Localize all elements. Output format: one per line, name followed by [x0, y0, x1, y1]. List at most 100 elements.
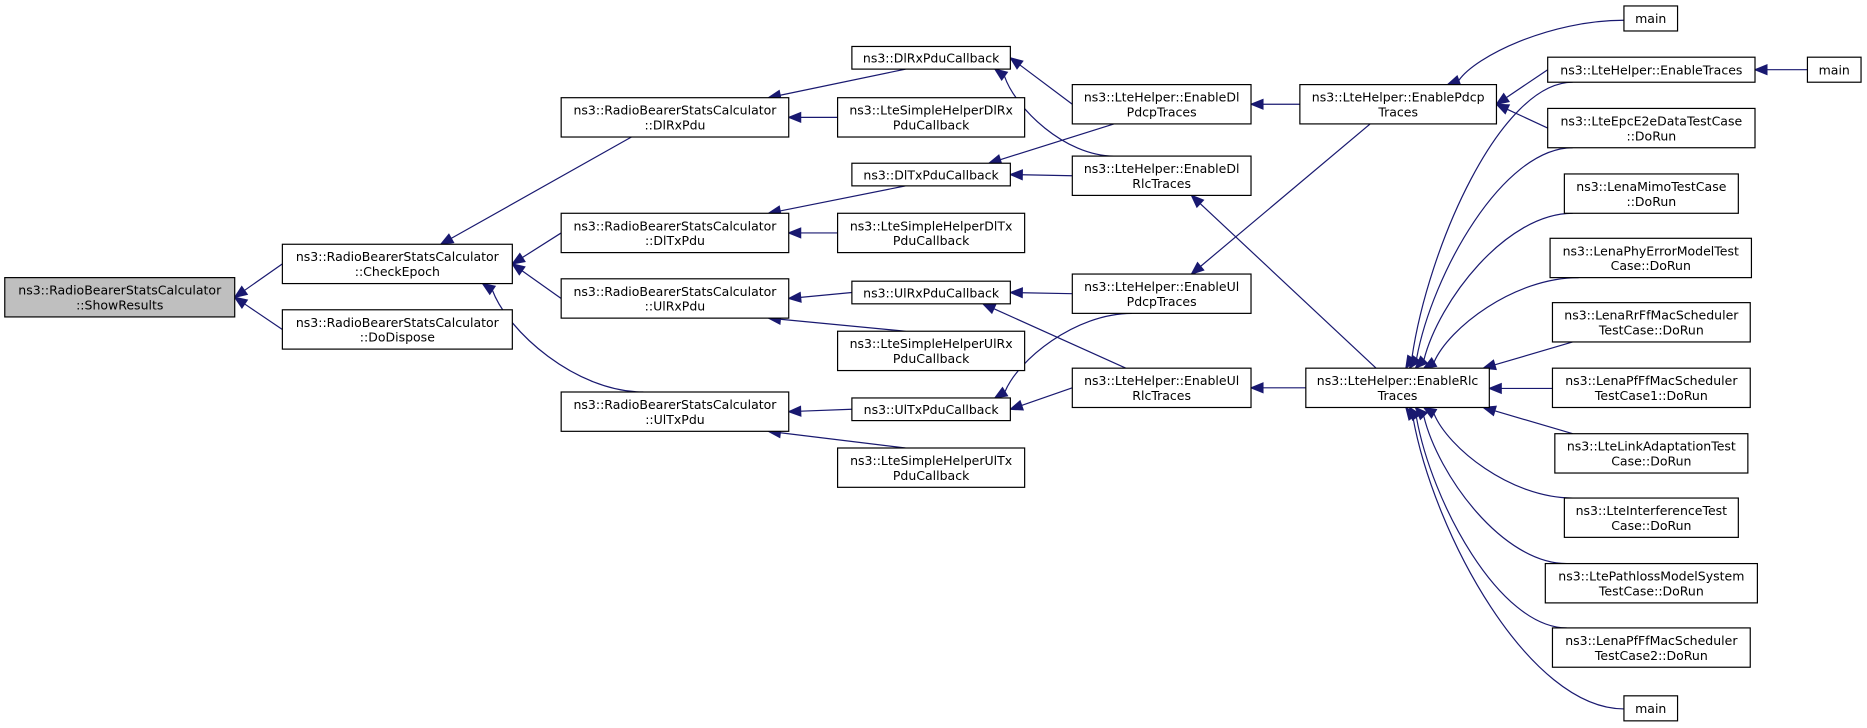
node-ulrxpdu[interactable]: ns3::RadioBearerStatsCalculator::UlRxPdu: [560, 278, 790, 319]
node-box: [1547, 56, 1756, 83]
node-box: [1551, 367, 1751, 409]
node-label: ::DoRun: [1627, 128, 1677, 143]
node-label: ns3::LteHelper::EnableUl: [1084, 279, 1239, 294]
arrowhead-icon: [439, 233, 455, 246]
node-ultxpdu[interactable]: ns3::RadioBearerStatsCalculator::UlTxPdu: [560, 391, 790, 432]
node-main1[interactable]: main: [1623, 5, 1679, 32]
node-dodispose[interactable]: ns3::RadioBearerStatsCalculator::DoDispo…: [281, 309, 513, 350]
node-label: ns3::LteHelper::EnableTraces: [1560, 62, 1742, 77]
edge-line: [1423, 415, 1567, 565]
node-ulrxcb[interactable]: ns3::UlRxPduCallback: [851, 280, 1011, 305]
edges-layer: [233, 19, 1808, 710]
edge-enableulrlc-to-ultxcb: [1008, 387, 1073, 411]
node-label: ns3::LteSimpleHelperDlRx: [849, 103, 1013, 118]
node-dltxpdu[interactable]: ns3::RadioBearerStatsCalculator::DlTxPdu: [560, 212, 790, 254]
arrowhead-icon: [1446, 75, 1462, 86]
node-label: ns3::LteLinkAdaptationTest: [1567, 439, 1736, 454]
node-box: [851, 397, 1011, 422]
node-main3[interactable]: main: [1623, 695, 1679, 722]
node-ultxcb[interactable]: ns3::UlTxPduCallback: [851, 397, 1011, 422]
node-label: ns3::RadioBearerStatsCalculator: [296, 315, 500, 330]
node-pathloss[interactable]: ns3::LtePathlossModelSystemTestCase::DoR…: [1544, 562, 1758, 604]
edge-dodispose-to-showresults: [233, 296, 283, 330]
node-label: main: [1635, 701, 1666, 716]
node-dltxcb[interactable]: ns3::DlTxPduCallback: [851, 162, 1011, 187]
node-box: [1551, 627, 1751, 668]
node-label: PduCallback: [893, 468, 970, 483]
node-label: ::DoRun: [1627, 194, 1677, 209]
node-main2[interactable]: main: [1806, 56, 1862, 83]
node-showresults[interactable]: ns3::RadioBearerStatsCalculator::ShowRes…: [4, 277, 236, 318]
node-dlrxpdu[interactable]: ns3::RadioBearerStatsCalculator::DlRxPdu: [560, 97, 790, 138]
node-label: ::DlRxPdu: [644, 118, 705, 133]
node-enabletraces[interactable]: ns3::LteHelper::EnableTraces: [1547, 56, 1756, 83]
node-box: [281, 243, 513, 285]
node-label: RlcTraces: [1132, 176, 1191, 191]
node-box: [836, 330, 1026, 372]
arrowhead-icon: [511, 262, 526, 276]
node-box: [1806, 56, 1862, 83]
node-lenamimo[interactable]: ns3::LenaMimoTestCase::DoRun: [1563, 173, 1739, 214]
node-label: RlcTraces: [1132, 388, 1191, 403]
edge-pathloss-to-enablerlc: [1414, 406, 1567, 565]
node-epce2e[interactable]: ns3::LteEpcE2eDataTestCase::DoRun: [1547, 107, 1756, 149]
node-label: ns3::DlRxPduCallback: [863, 51, 1000, 66]
node-label: ns3::DlTxPduCallback: [863, 167, 999, 182]
node-label: Case::DoRun: [1611, 518, 1691, 533]
edge-line: [1412, 417, 1624, 710]
edge-enabledlpdcp-to-dlrxcb: [1009, 56, 1073, 105]
edge-dlrxpdu-to-checkepoch: [439, 136, 632, 246]
node-label: ::UlTxPdu: [645, 412, 704, 427]
edge-line: [993, 308, 1127, 369]
node-label: ns3::RadioBearerStatsCalculator: [573, 103, 777, 118]
node-box: [1071, 155, 1252, 196]
edge-lenaphyerr-to-enablerlc: [1422, 277, 1579, 369]
node-label: ns3::LteSimpleHelperDlTx: [850, 218, 1013, 233]
edge-checkepoch-to-showresults: [233, 263, 283, 299]
arrowhead-icon: [1487, 382, 1502, 395]
edge-enabledlrlc-to-dltxcb: [1008, 169, 1073, 181]
node-box: [560, 212, 790, 254]
edge-line: [780, 185, 906, 212]
node-box: [1551, 302, 1751, 343]
node-label: TestCase1::DoRun: [1594, 388, 1708, 403]
node-label: PdcpTraces: [1127, 294, 1197, 309]
node-label: ns3::LteEpcE2eDataTestCase: [1561, 113, 1743, 128]
edge-line: [780, 318, 906, 332]
node-box: [1071, 84, 1252, 125]
edge-enablerlc-to-enableulrlc: [1249, 382, 1306, 394]
edge-line: [780, 68, 906, 96]
node-box: [1071, 273, 1252, 314]
node-label: ::DlTxPdu: [645, 233, 705, 248]
node-lenapfff2[interactable]: ns3::LenaPfFfMacSchedulerTestCase2::DoRu…: [1551, 627, 1751, 668]
node-lenapfff1[interactable]: ns3::LenaPfFfMacSchedulerTestCase1::DoRu…: [1551, 367, 1751, 409]
arrowhead-icon: [1495, 92, 1510, 106]
node-label: ns3::LteHelper::EnableDl: [1084, 90, 1240, 105]
node-dlrxcb[interactable]: ns3::DlRxPduCallback: [851, 45, 1011, 70]
edge-ultxpdu-to-checkepoch: [481, 282, 644, 393]
arrowhead-icon: [1249, 98, 1264, 110]
node-label: main: [1819, 62, 1850, 77]
node-checkepoch[interactable]: ns3::RadioBearerStatsCalculator::CheckEp…: [281, 243, 513, 285]
edge-enabledlrlc-to-dlrxcb: [993, 68, 1115, 157]
edge-epce2e-to-enablerlc: [1408, 147, 1573, 370]
edge-line: [1494, 341, 1573, 366]
edge-ulrxcb-to-ulrxpdu: [787, 291, 852, 303]
node-box: [1305, 367, 1490, 409]
edge-dltxcb-to-dltxpdu: [766, 185, 906, 217]
